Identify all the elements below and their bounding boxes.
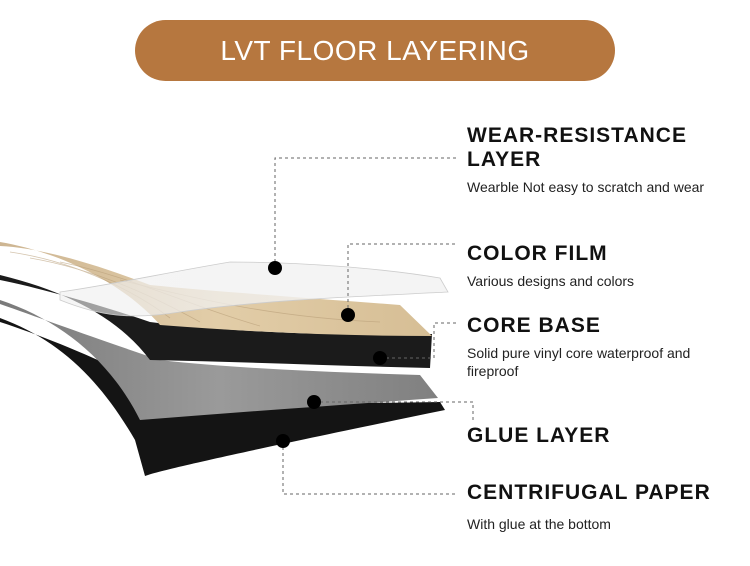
marker-dot-glue	[307, 395, 321, 409]
leader-wear	[274, 157, 458, 268]
layer-description: With glue at the bottom	[467, 516, 611, 532]
leader-core	[380, 322, 458, 359]
layer-name: GLUE LAYER	[467, 424, 611, 447]
title-banner: LVT FLOOR LAYERING	[135, 20, 615, 81]
layer-description: Solid pure vinyl core waterproof and fir…	[467, 345, 691, 379]
label-core-base: CORE BASE Solid pure vinyl core waterpro…	[467, 314, 742, 380]
marker-dot-wear	[268, 261, 282, 275]
label-centrifugal-paper: CENTRIFUGAL PAPER With glue at the botto…	[467, 481, 742, 533]
leader-glue	[314, 401, 474, 422]
label-wear-resistance: WEAR-RESISTANCE LAYER Wearble Not easy t…	[467, 124, 742, 196]
layer-name: COLOR FILM	[467, 242, 608, 265]
marker-dot-color	[341, 308, 355, 322]
wear-resistance-layer	[59, 261, 449, 317]
label-color-film: COLOR FILM Various designs and colors	[467, 242, 742, 290]
layer-name: WEAR-RESISTANCE LAYER	[467, 124, 687, 171]
marker-dot-paper	[276, 434, 290, 448]
glue-layer	[0, 300, 438, 420]
label-glue-layer: GLUE LAYER	[467, 424, 610, 448]
layer-description: Various designs and colors	[467, 273, 635, 289]
layer-description: Wearble Not easy to scratch and wear	[467, 179, 705, 195]
layer-name: CENTRIFUGAL PAPER	[467, 481, 711, 504]
page-title: LVT FLOOR LAYERING	[220, 34, 530, 66]
core-base-layer	[0, 275, 432, 368]
leader-paper	[282, 441, 458, 495]
marker-dot-core	[373, 351, 387, 365]
color-film-layer	[0, 242, 432, 336]
layer-name: CORE BASE	[467, 314, 601, 337]
